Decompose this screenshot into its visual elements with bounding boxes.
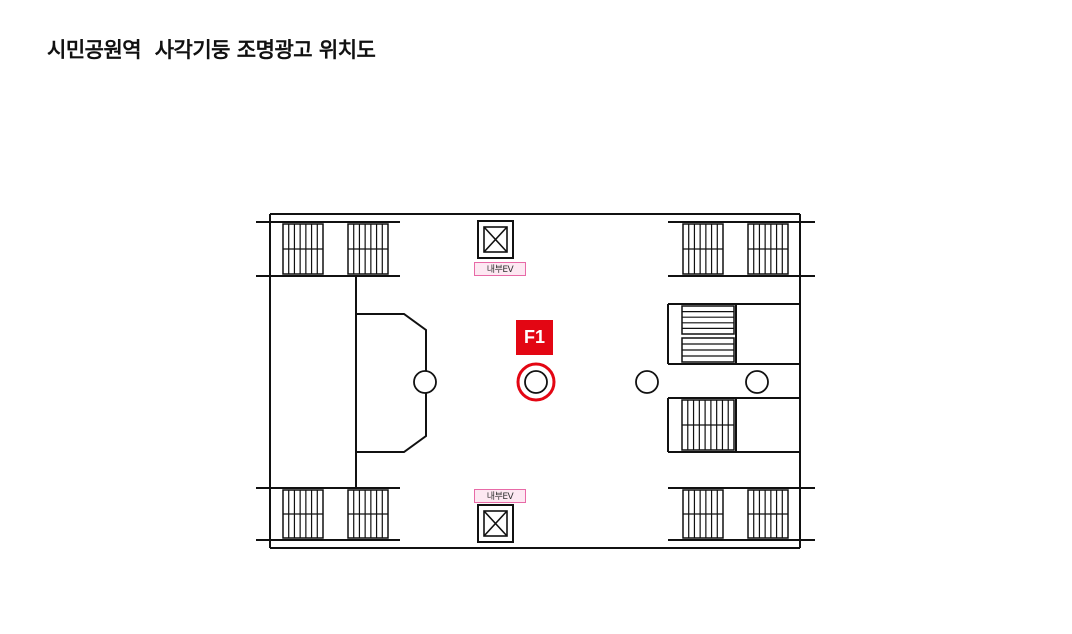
stair-icon <box>681 337 735 363</box>
elevator-north-label: 내부EV <box>474 262 526 276</box>
stair-icon <box>681 305 735 335</box>
stair-icon <box>282 489 324 539</box>
elevator-south-shaft <box>477 504 514 543</box>
stair-icon <box>682 489 724 539</box>
ad-marker-f1: F1 <box>516 320 553 355</box>
pillar-icon <box>745 370 769 394</box>
stair-icon <box>681 399 735 451</box>
pillar-icon <box>413 370 437 394</box>
elevator-icon <box>483 510 508 537</box>
pillar-icon <box>635 370 659 394</box>
stair-icon <box>747 489 789 539</box>
elevator-south-label: 내부EV <box>474 489 526 503</box>
pillar-icon <box>524 370 548 394</box>
elevator-icon <box>483 226 508 253</box>
stair-icon <box>682 223 724 275</box>
stair-icon <box>347 223 389 275</box>
ad-pillar-highlight <box>516 362 556 402</box>
elevator-north-shaft <box>477 220 514 259</box>
stair-icon <box>347 489 389 539</box>
stair-icon <box>282 223 324 275</box>
stair-icon <box>747 223 789 275</box>
page-title: 시민공원역 사각기둥 조명광고 위치도 <box>47 38 376 62</box>
